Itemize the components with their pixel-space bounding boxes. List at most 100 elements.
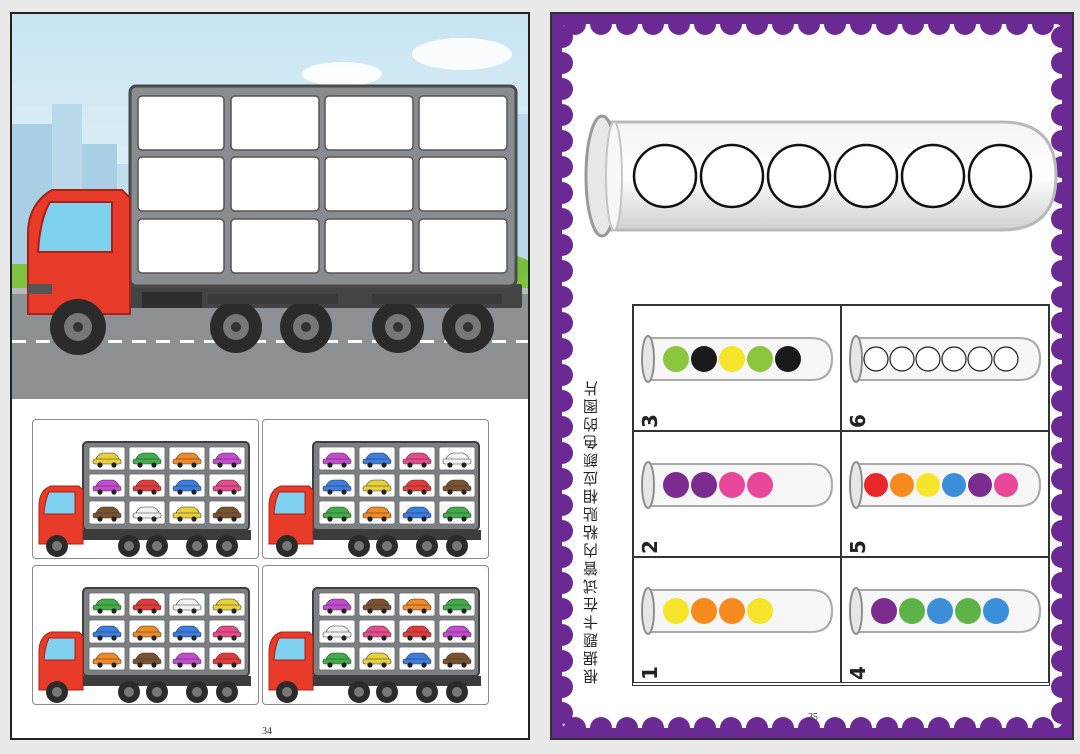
color-dot <box>983 598 1009 624</box>
toy-car-icon <box>442 506 472 522</box>
color-dot <box>916 473 940 497</box>
toy-car-icon <box>362 479 392 495</box>
toy-car-icon <box>402 598 432 614</box>
empty-slot-circle <box>967 143 1033 209</box>
color-dot <box>719 346 745 372</box>
toy-car-icon <box>442 625 472 641</box>
toy-car-icon <box>402 452 432 468</box>
toy-car-icon <box>322 506 352 522</box>
empty-slot-circle <box>900 143 966 209</box>
mini-truck-illustration <box>268 587 481 703</box>
color-dot <box>863 346 889 372</box>
mini-truck-illustration <box>38 441 251 557</box>
toy-car-icon <box>362 598 392 614</box>
toy-car-icon <box>322 652 352 668</box>
color-dot <box>927 598 953 624</box>
color-dot <box>871 598 897 624</box>
truck-card[interactable] <box>262 565 489 705</box>
color-dot <box>994 473 1018 497</box>
truck-card[interactable] <box>32 565 259 705</box>
color-dot <box>775 346 801 372</box>
toy-car-icon <box>362 625 392 641</box>
toy-car-icon <box>362 652 392 668</box>
left-page: 34 <box>10 12 530 740</box>
toy-car-icon <box>92 652 122 668</box>
color-dot <box>968 473 992 497</box>
toy-car-icon <box>442 652 472 668</box>
cell-number-label: 6 <box>846 414 870 428</box>
toy-car-icon <box>92 452 122 468</box>
page-number: 34 <box>262 726 272 737</box>
color-dot <box>691 346 717 372</box>
toy-car-icon <box>172 452 202 468</box>
test-tube-small <box>849 587 1042 635</box>
truck-illustration <box>12 14 528 399</box>
toy-car-icon <box>212 598 242 614</box>
grid-cell-5[interactable]: 5 <box>841 431 1049 557</box>
toy-car-icon <box>92 479 122 495</box>
color-dot <box>663 346 689 372</box>
toy-car-icon <box>172 625 202 641</box>
toy-car-icon <box>212 652 242 668</box>
toy-car-icon <box>442 598 472 614</box>
toy-car-icon <box>132 598 162 614</box>
cell-number-label: 3 <box>638 414 662 428</box>
color-dot <box>747 472 773 498</box>
toy-car-icon <box>92 598 122 614</box>
color-dot <box>691 598 717 624</box>
grid-cell-2[interactable]: 2 <box>633 431 841 557</box>
test-tube-small <box>641 461 834 509</box>
toy-car-icon <box>172 506 202 522</box>
toy-car-icon <box>92 625 122 641</box>
toy-car-icon <box>322 479 352 495</box>
empty-slot-circle <box>833 143 899 209</box>
toy-car-icon <box>132 652 162 668</box>
answer-grid: 3 6 2 5 1 4 <box>632 304 1050 686</box>
color-dot <box>663 472 689 498</box>
test-tube-small <box>641 587 834 635</box>
color-dot <box>890 473 914 497</box>
color-dot <box>747 346 773 372</box>
color-dot <box>864 473 888 497</box>
color-dot <box>663 598 689 624</box>
truck-card[interactable] <box>32 419 259 559</box>
toy-car-icon <box>442 452 472 468</box>
test-tube-large <box>584 114 1058 238</box>
cell-number-label: 1 <box>638 666 662 680</box>
color-dot <box>719 472 745 498</box>
truck-card-grid <box>32 419 508 711</box>
toy-car-icon <box>132 625 162 641</box>
toy-car-icon <box>322 452 352 468</box>
grid-cell-3[interactable]: 3 <box>633 305 841 431</box>
grid-cell-4[interactable]: 4 <box>841 557 1049 683</box>
color-dot <box>899 598 925 624</box>
toy-car-icon <box>402 652 432 668</box>
grid-cell-6[interactable]: 6 <box>841 305 1049 431</box>
truck-card[interactable] <box>262 419 489 559</box>
empty-slot-circle <box>699 143 765 209</box>
color-dot <box>915 346 941 372</box>
color-dot <box>719 598 745 624</box>
test-tube-small <box>849 461 1042 509</box>
cell-number-label: 5 <box>846 540 870 554</box>
toy-car-icon <box>92 506 122 522</box>
color-dot <box>747 598 773 624</box>
truck-scene <box>12 14 528 399</box>
grid-cell-1[interactable]: 1 <box>633 557 841 683</box>
stamp-frame: 根据题卡在试管内粘贴相应颜色的图片 3 6 2 5 1 4 3 5 <box>562 24 1062 728</box>
empty-slot-circle <box>766 143 832 209</box>
toy-car-icon <box>132 479 162 495</box>
color-dot <box>955 598 981 624</box>
toy-car-icon <box>212 479 242 495</box>
toy-car-icon <box>172 479 202 495</box>
toy-car-icon <box>322 598 352 614</box>
toy-car-icon <box>212 625 242 641</box>
instruction-text: 根据题卡在试管内粘贴相应颜色的图片 <box>582 378 600 684</box>
toy-car-icon <box>212 452 242 468</box>
color-dot <box>967 346 993 372</box>
right-page: 根据题卡在试管内粘贴相应颜色的图片 3 6 2 5 1 4 3 5 <box>550 12 1074 740</box>
toy-car-icon <box>402 479 432 495</box>
test-tube-small <box>849 335 1042 383</box>
color-dot <box>941 346 967 372</box>
toy-car-icon <box>362 506 392 522</box>
